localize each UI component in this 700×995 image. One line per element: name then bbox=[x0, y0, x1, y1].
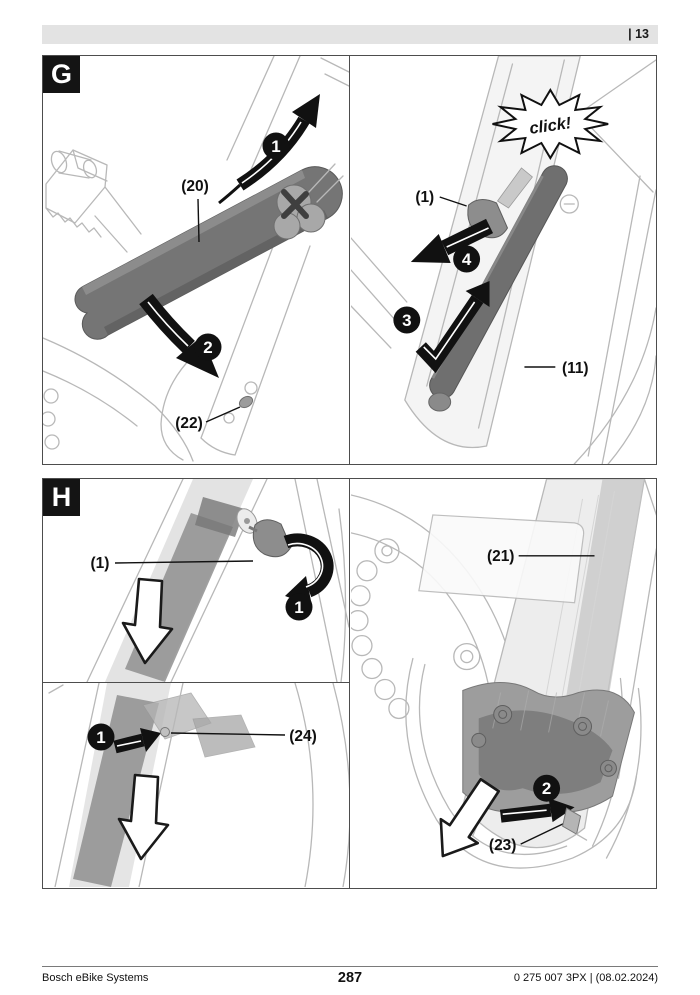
step-arrow-2 bbox=[139, 293, 219, 378]
step-arrow-4 bbox=[410, 218, 493, 263]
step-number: 1 bbox=[294, 598, 303, 617]
figure-tag-h: H bbox=[43, 479, 80, 516]
svg-text:(20): (20) bbox=[181, 178, 209, 195]
svg-text:(1): (1) bbox=[415, 189, 434, 206]
bike-frame-outline bbox=[86, 479, 349, 682]
figure-h-left-column: (1) 1 bbox=[43, 479, 350, 888]
figure-g-right-panel: click! (1) 4 bbox=[350, 56, 656, 464]
part-label-1: (1) bbox=[415, 189, 467, 207]
svg-text:(21): (21) bbox=[487, 548, 514, 565]
figure-tag-h-letter: H bbox=[51, 482, 72, 512]
step-badge-2: 2 bbox=[194, 333, 222, 361]
click-label: click! bbox=[528, 114, 573, 138]
svg-text:(22): (22) bbox=[175, 415, 203, 432]
screw bbox=[492, 704, 512, 724]
part-label-21: (21) bbox=[487, 548, 595, 565]
part-label-20: (20) bbox=[181, 178, 209, 243]
footer-page-number: 287 bbox=[337, 970, 363, 986]
battery-cover-21 bbox=[417, 514, 584, 604]
svg-text:(23): (23) bbox=[489, 837, 516, 854]
svg-text:(24): (24) bbox=[289, 728, 317, 745]
key-part-1 bbox=[248, 519, 292, 558]
part-label-22: (22) bbox=[175, 395, 254, 432]
bike-frame-outline bbox=[43, 56, 349, 462]
step-number: 1 bbox=[96, 728, 105, 747]
step-badge-3: 3 bbox=[392, 306, 420, 334]
figure-h: H (1) bbox=[42, 478, 657, 889]
step-number: 3 bbox=[402, 311, 411, 330]
figure-h-bottomleft-panel: 1 (24) bbox=[43, 683, 349, 887]
header-bar: | 13 bbox=[42, 25, 658, 44]
step-badge-4: 4 bbox=[452, 245, 480, 273]
latch-part-22 bbox=[238, 395, 254, 409]
part-label-23: (23) bbox=[489, 807, 587, 854]
click-burst: click! bbox=[491, 88, 608, 160]
step-badge-1: 1 bbox=[285, 593, 313, 621]
slide-direction-arrow bbox=[117, 773, 170, 861]
figure-tag-g-letter: G bbox=[50, 59, 72, 89]
footer-doc-number: 0 275 007 3PX | (08.02.2024) bbox=[513, 972, 658, 984]
step-badge-1: 1 bbox=[262, 132, 290, 160]
crank-chainring-outline bbox=[350, 494, 522, 849]
step-number: 2 bbox=[541, 779, 550, 798]
battery-mount-knob bbox=[273, 163, 344, 240]
figure-tag-g: G bbox=[43, 56, 80, 93]
header-page-marker: | 13 bbox=[628, 27, 649, 41]
footer-brand: Bosch eBike Systems bbox=[42, 972, 149, 984]
page-footer: Bosch eBike Systems 287 0 275 007 3PX | … bbox=[42, 966, 658, 993]
figure-h-right-panel: (21) 2 (23) bbox=[350, 479, 656, 888]
step-number: 2 bbox=[203, 338, 212, 357]
pedal-outline bbox=[45, 149, 142, 253]
slide-direction-arrow bbox=[439, 777, 500, 858]
figure-g: G bbox=[42, 55, 657, 465]
part-label-24: (24) bbox=[170, 728, 317, 745]
step-badge-1: 1 bbox=[87, 723, 115, 751]
figure-g-left-panel: 1 (20) 2 (22) bbox=[43, 56, 350, 464]
figure-h-topleft-panel: (1) 1 bbox=[43, 479, 349, 683]
screw bbox=[599, 759, 617, 777]
release-button-24 bbox=[160, 727, 170, 737]
svg-text:(11): (11) bbox=[562, 360, 589, 377]
press-arrow-1 bbox=[113, 728, 161, 754]
step-number: 4 bbox=[462, 250, 472, 269]
step-arrow-3 bbox=[415, 281, 490, 374]
part-label-1: (1) bbox=[91, 555, 254, 572]
part-label-11: (11) bbox=[524, 360, 588, 377]
screw bbox=[572, 716, 592, 736]
push-arrow-2 bbox=[499, 798, 575, 823]
bike-frame-outline bbox=[48, 683, 349, 887]
svg-text:(1): (1) bbox=[91, 555, 110, 572]
battery-end-detail bbox=[461, 682, 635, 813]
step-badge-2: 2 bbox=[532, 774, 560, 802]
screw bbox=[470, 732, 486, 748]
slide-direction-arrow bbox=[121, 577, 174, 665]
step-number: 1 bbox=[271, 137, 280, 156]
battery-pack-20 bbox=[74, 163, 344, 340]
